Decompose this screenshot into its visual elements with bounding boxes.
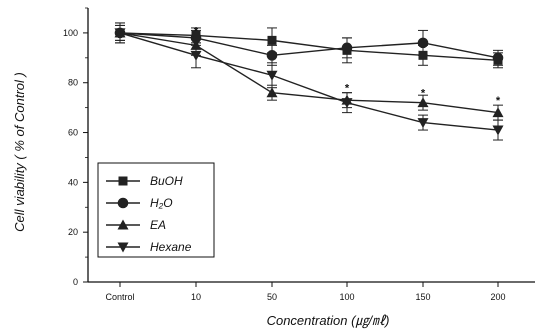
series-1 [115,22,503,69]
series-line [119,32,499,62]
legend-label: Hexane [150,240,192,254]
data-point [190,50,202,61]
significance-marks: * * * * [194,25,501,107]
legend-label: H₂O [150,196,173,210]
data-point [417,118,429,129]
legend-marker [118,176,128,186]
data-point [266,87,278,98]
significance-star: * [496,95,501,107]
x-tick-label: 150 [415,292,430,302]
y-tick-label: 40 [68,177,78,187]
series-3 [114,22,504,121]
data-point [267,35,277,45]
legend-item: EA [106,218,166,232]
legend-item: Hexane [106,240,192,254]
x-ticks: Control 10 50 100 150 200 [105,282,506,302]
x-tick-label: Control [105,292,134,302]
data-point [341,42,353,54]
series-line [119,32,499,114]
y-tick-label: 20 [68,227,78,237]
y-ticks: 0 20 40 60 80 100 [63,7,88,287]
series-layer [114,22,504,141]
data-point [492,107,504,118]
data-point [341,98,353,109]
significance-star: * [345,83,350,95]
x-tick-label: 200 [490,292,505,302]
data-point [114,28,126,39]
data-point [492,52,504,64]
x-tick-label: 50 [267,292,277,302]
legend-marker [117,197,129,209]
y-tick-label: 0 [73,277,78,287]
legend-items: BuOH H₂O EA Hexane [106,174,192,254]
y-tick-label: 80 [68,78,78,88]
legend-item: H₂O [106,196,173,210]
plot-frame [87,8,535,283]
legend-label: BuOH [150,174,183,188]
legend-item: BuOH [106,174,183,188]
legend-box [97,162,215,258]
series-4 [114,24,504,141]
data-point [492,125,504,136]
data-point [417,97,429,108]
series-line [119,32,499,131]
x-axis-label: Concentration (㎍/㎖) [267,313,390,329]
legend-label: EA [150,218,166,232]
legend-marker [117,242,129,253]
y-axis-label: Cell viability ( % of Control ) [12,72,27,232]
x-tick-label: 10 [191,292,201,302]
y-tick-label: 100 [63,28,78,38]
data-point [266,50,278,61]
significance-star: * [421,88,426,100]
series-line [119,32,499,59]
x-tick-label: 100 [339,292,354,302]
significance-star: * [194,25,199,37]
data-point [417,37,429,49]
legend: BuOH H₂O EA Hexane [97,162,215,258]
data-point [266,70,278,81]
legend-marker [117,219,129,230]
y-tick-label: 60 [68,128,78,138]
